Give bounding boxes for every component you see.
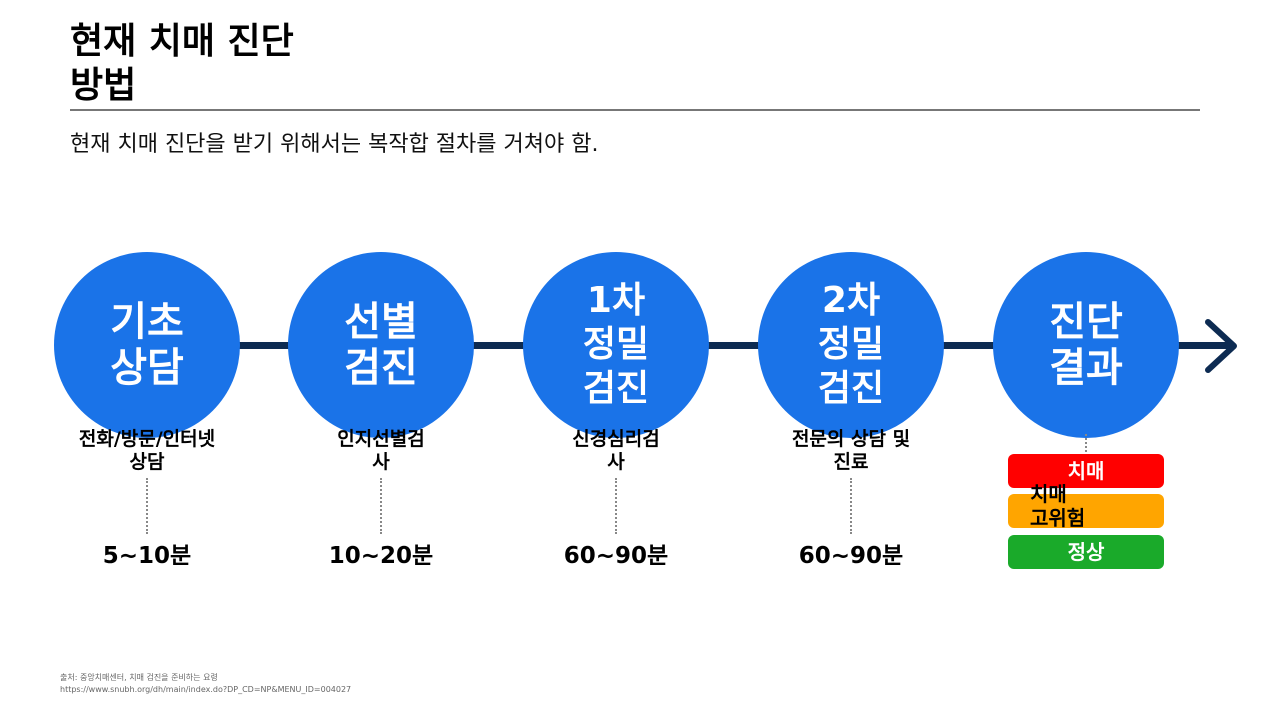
- result-connector: [1085, 434, 1087, 456]
- step-connector: [380, 478, 382, 534]
- step-description: 전문의 상담 및 진료: [791, 428, 911, 473]
- step-duration: 60~90분: [798, 543, 904, 569]
- step-connector: [850, 478, 852, 534]
- step-circle-diagnosis-result: 진단 결과: [993, 252, 1179, 438]
- result-badge-high-risk: 치매 고위험: [1008, 482, 1164, 530]
- step-label: 기초 상담: [110, 299, 184, 391]
- step-label: 진단 결과: [1049, 299, 1123, 391]
- step-label: 선별 검진: [344, 299, 418, 391]
- step-duration: 10~20분: [328, 543, 434, 569]
- step-label: 2차 정밀 검진: [817, 280, 885, 409]
- result-badge-dementia: 치매: [1008, 454, 1164, 488]
- result-high-risk-label: 치매 고위험: [1030, 482, 1086, 530]
- arrow-right-icon: [1205, 319, 1237, 373]
- step-label: 1차 정밀 검진: [582, 280, 650, 409]
- step-circle-basic-consultation: 기초 상담: [54, 252, 240, 438]
- step-duration: 60~90분: [563, 543, 669, 569]
- source-citation: 출처: 중앙치매센터, 치매 검진을 준비하는 요령 https://www.s…: [60, 673, 352, 694]
- page-subtitle: 현재 치매 진단을 받기 위해서는 복작합 절차를 거쳐야 함.: [70, 132, 599, 157]
- step-circle-screening: 선별 검진: [288, 252, 474, 438]
- step-duration: 5~10분: [102, 543, 192, 569]
- step-circle-first-detailed-exam: 1차 정밀 검진: [523, 252, 709, 438]
- step-connector: [146, 478, 148, 534]
- result-badge-normal: 정상: [1008, 535, 1164, 569]
- step-description: 인지선별검 사: [337, 428, 425, 473]
- step-description: 전화/방문/인터넷 상담: [78, 428, 216, 473]
- step-circle-second-detailed-exam: 2차 정밀 검진: [758, 252, 944, 438]
- page-title: 현재 치매 진단 방법: [70, 21, 294, 106]
- title-divider: [70, 109, 1200, 111]
- step-description: 신경심리검 사: [572, 428, 660, 473]
- step-connector: [615, 478, 617, 534]
